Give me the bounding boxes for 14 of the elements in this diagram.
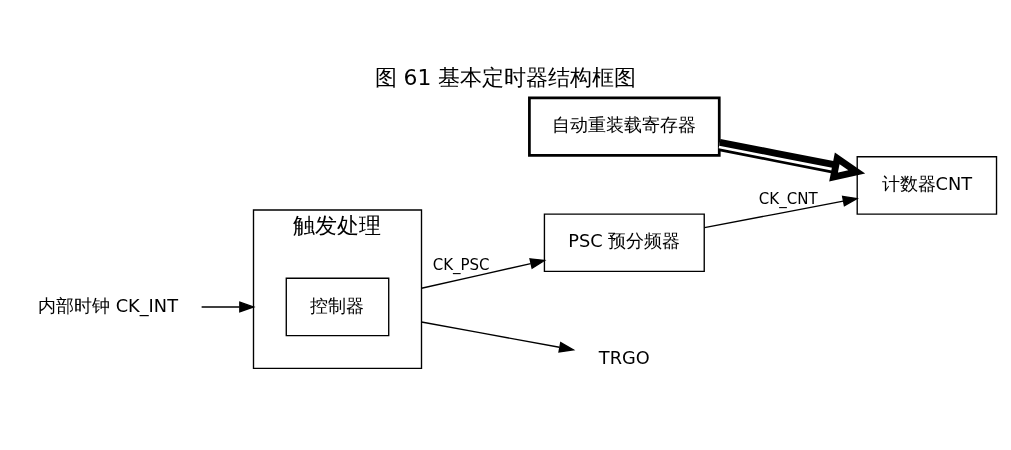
edge-label: CK_CNT: [758, 190, 818, 209]
arrow: [718, 138, 866, 182]
diagram-title: 图 61 基本定时器结构框图: [374, 65, 637, 91]
node-text: TRGO: [598, 347, 650, 368]
node-box: 计数器CNT: [856, 156, 998, 215]
arrow: [420, 258, 547, 289]
arrow: [200, 301, 256, 313]
arrow: [703, 195, 859, 229]
node-box: 自动重装载寄存器: [528, 96, 721, 157]
node-box: PSC 预分频器: [543, 213, 705, 273]
node-text: 内部时钟 CK_INT: [38, 295, 178, 316]
node-box: 控制器: [285, 277, 390, 337]
arrow: [420, 321, 576, 353]
edge-label: CK_PSC: [432, 255, 490, 274]
